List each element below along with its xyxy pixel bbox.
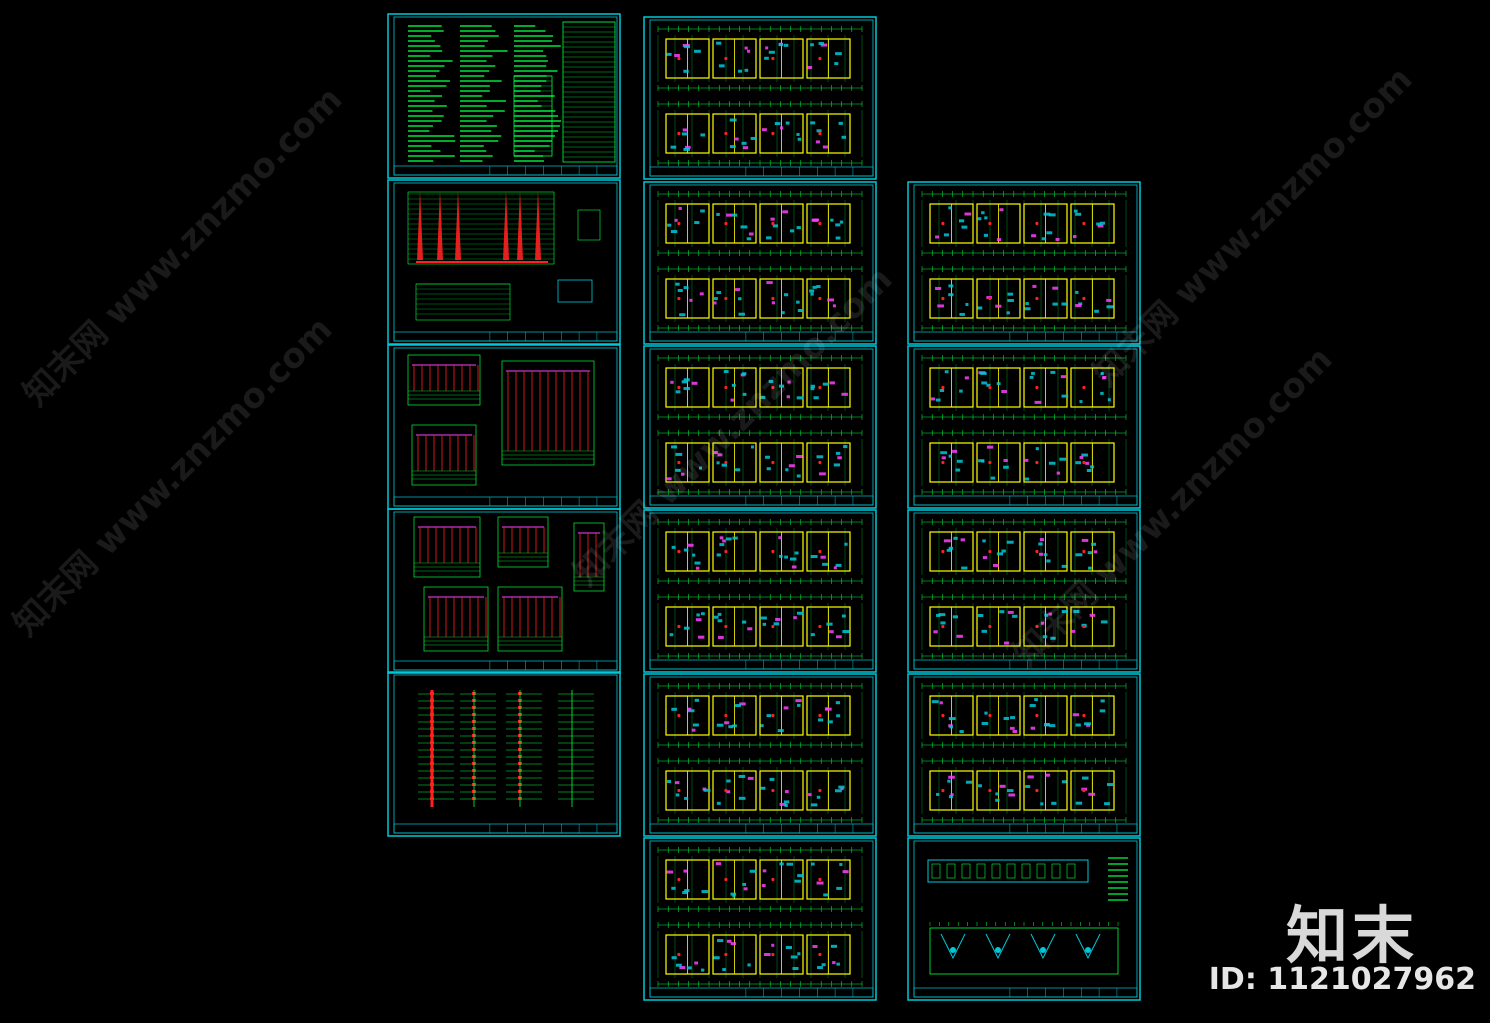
sheet-riser-diagram[interactable]: [387, 671, 621, 837]
sheet-floor-plan-4[interactable]: [643, 509, 877, 673]
sheet-roof-plan[interactable]: [907, 837, 1141, 1001]
asset-id-label: ID: 1121027962: [1208, 962, 1476, 997]
brand-logo: 知末: [1285, 899, 1418, 972]
sheet-floor-plan-2[interactable]: [643, 181, 877, 345]
sheet-floor-plan-10[interactable]: [907, 673, 1141, 837]
sheet-floor-plan-7[interactable]: [907, 181, 1141, 345]
sheet-system-riser-red[interactable]: [387, 179, 621, 345]
sheet-floor-plan-1[interactable]: [643, 16, 877, 180]
sheet-floor-plan-6[interactable]: [643, 837, 877, 1001]
sheet-distribution-panels-b[interactable]: [387, 508, 621, 674]
sheet-floor-plan-8[interactable]: [907, 345, 1141, 509]
sheet-floor-plan-5[interactable]: [643, 673, 877, 837]
sheet-floor-plan-3[interactable]: [643, 345, 877, 509]
sheet-floor-plan-9[interactable]: [907, 509, 1141, 673]
sheet-notes-and-tables[interactable]: [387, 13, 621, 179]
sheet-distribution-panels-a[interactable]: [387, 344, 621, 510]
